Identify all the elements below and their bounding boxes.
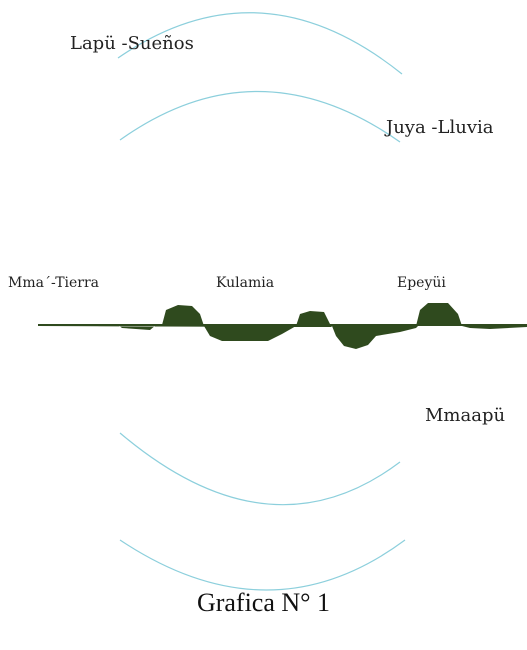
upper-inner-arc — [120, 91, 400, 142]
label-epeyui: Epeyüi — [397, 275, 446, 291]
lower-inner-arc — [120, 433, 400, 505]
label-mma: Mma´-Tierra — [8, 275, 99, 291]
earth-hollow-kulamia — [204, 326, 296, 341]
label-juya: Juya -Lluvia — [386, 117, 493, 138]
figure-caption: Grafica N° 1 — [0, 588, 527, 618]
label-kulamia: Kulamia — [216, 275, 274, 291]
label-lapu: Lapü -Sueños — [70, 33, 194, 54]
lower-outer-arc — [120, 540, 405, 590]
earth-hill-epeyui — [416, 303, 462, 326]
label-mmaapu: Mmaapü — [425, 405, 505, 426]
earth-hollow-epeyui — [332, 326, 418, 349]
